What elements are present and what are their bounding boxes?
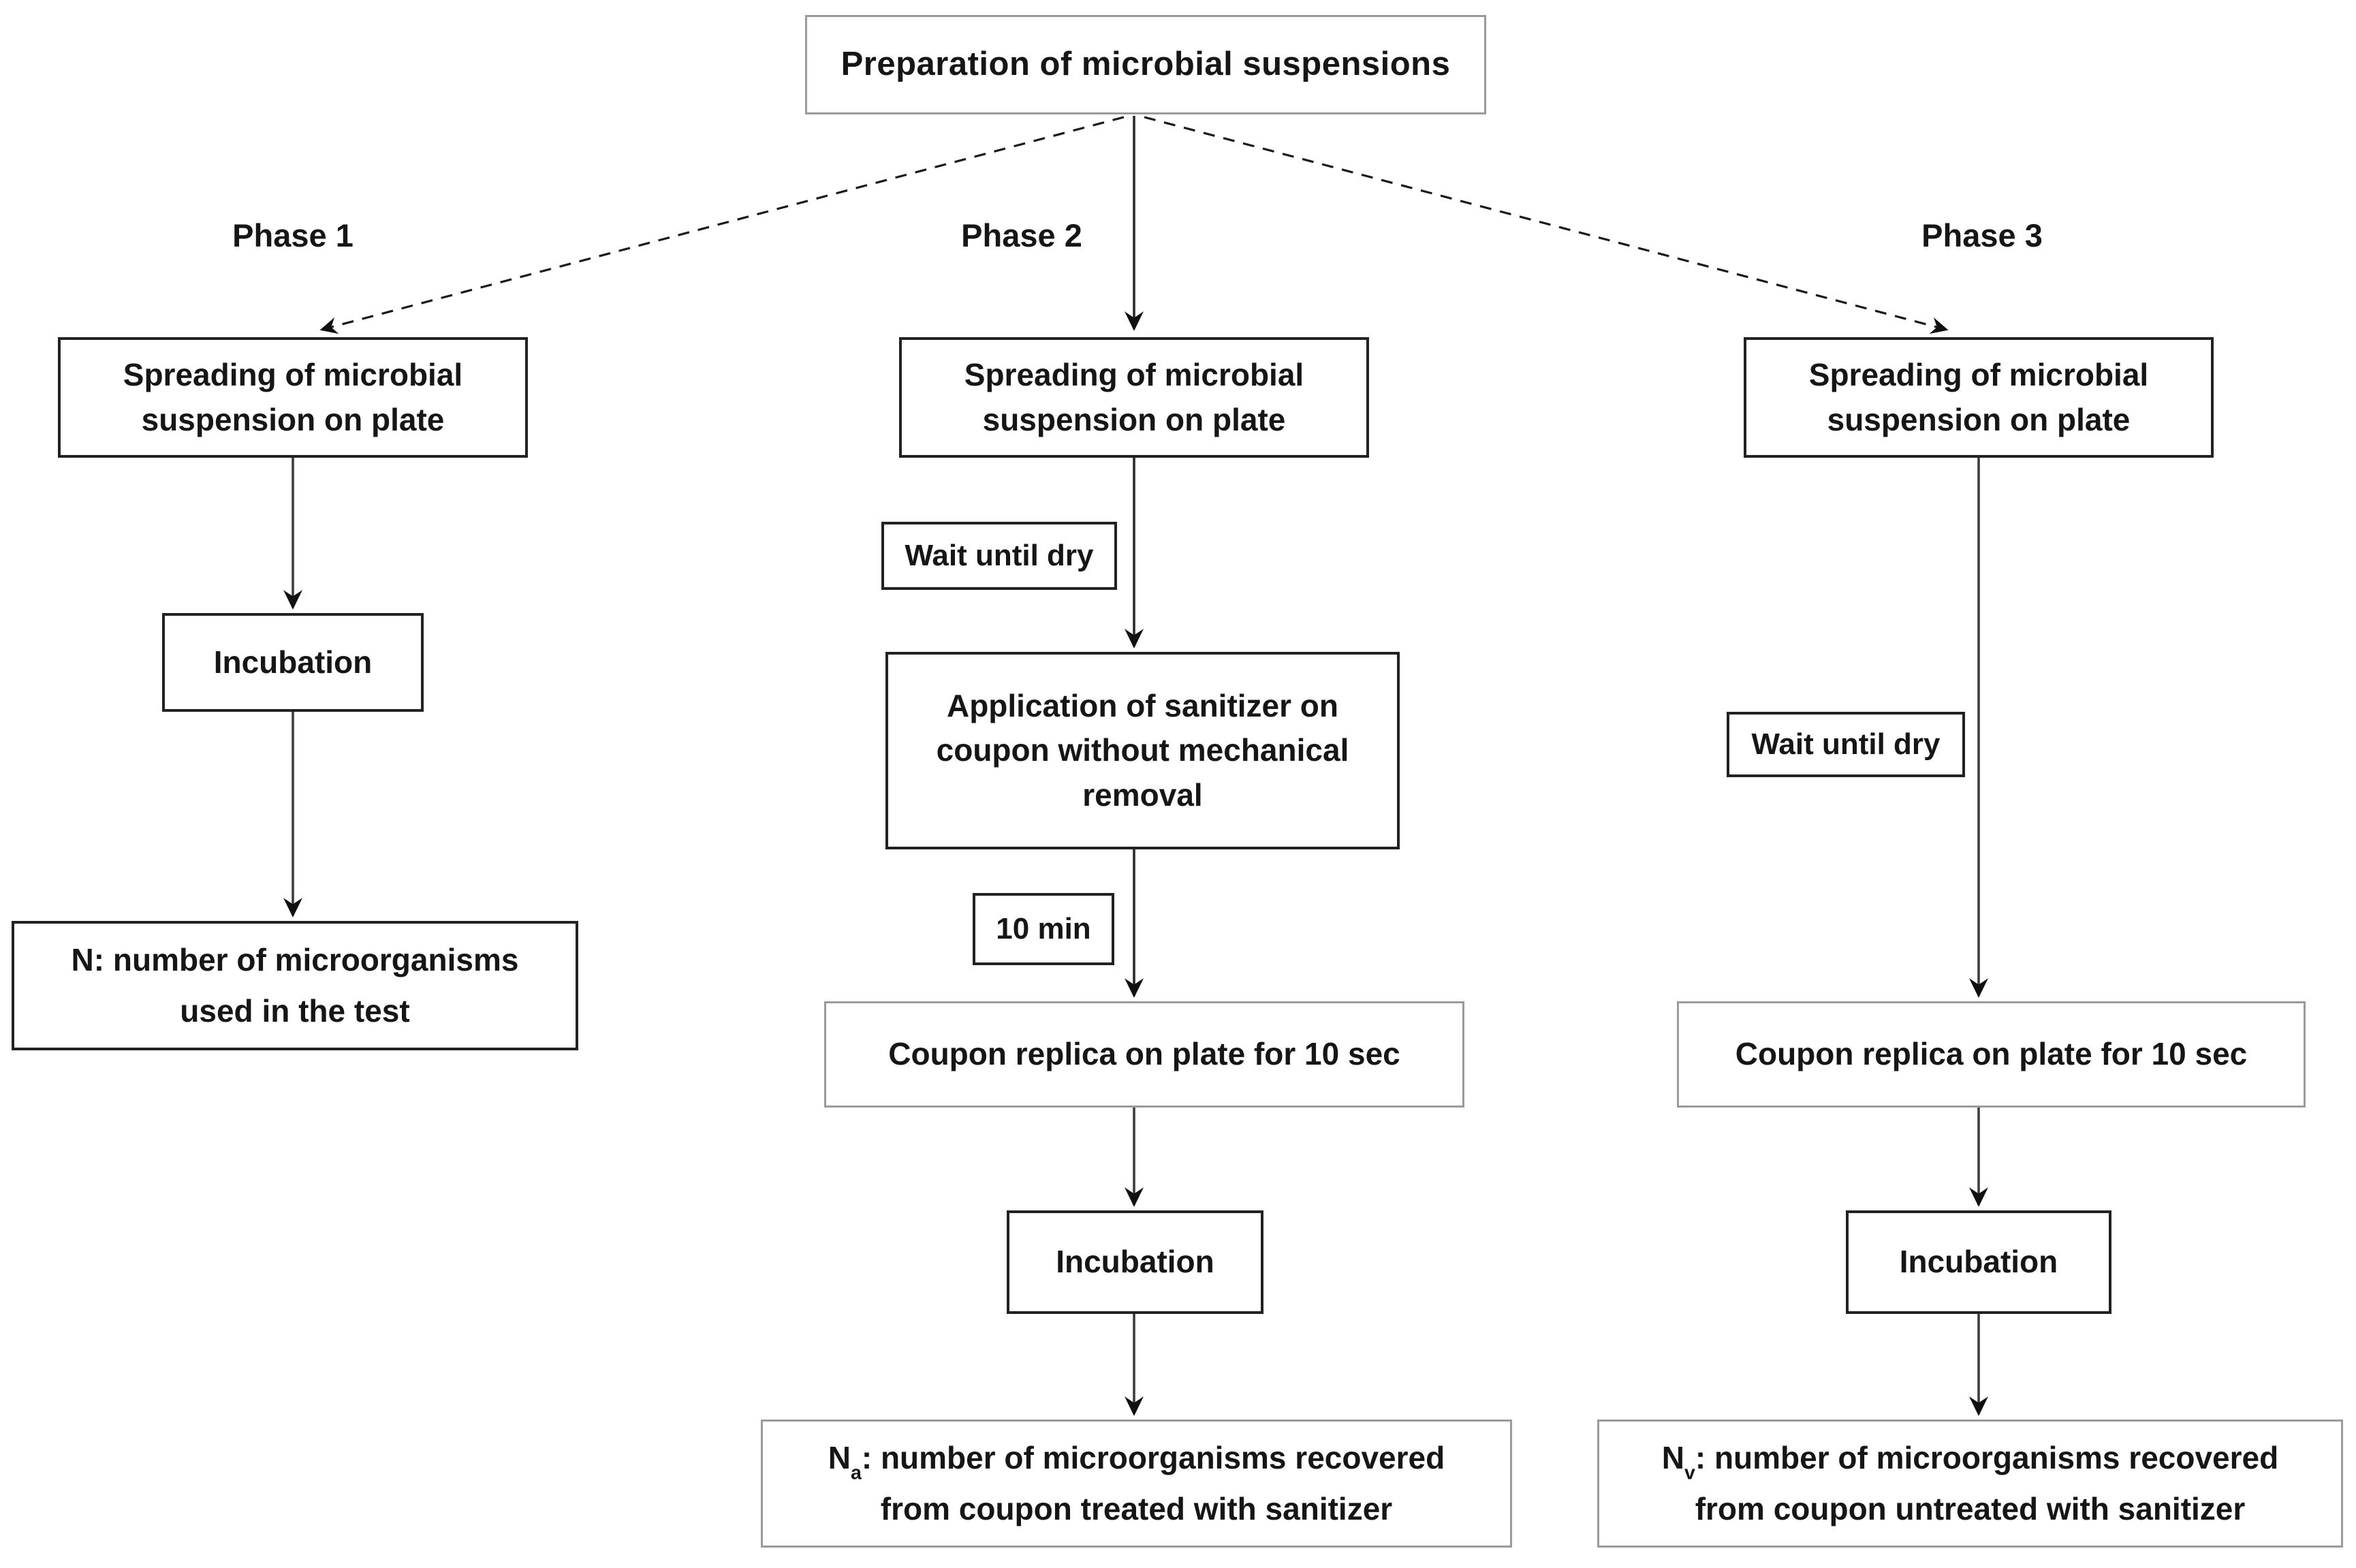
p1-result-box: N: number of microorganisms used in the … bbox=[12, 921, 578, 1050]
branch-arrow-to-phase3 bbox=[1144, 116, 1949, 334]
title-text: Preparation of microbial suspensions bbox=[841, 46, 1451, 83]
p1-incubation-box: Incubation bbox=[162, 613, 424, 712]
p2-delay-box: 10 min bbox=[973, 893, 1114, 965]
p3-replica-text: Coupon replica on plate for 10 sec bbox=[1735, 1036, 2248, 1072]
p2-incubation-box: Incubation bbox=[1007, 1210, 1263, 1314]
p3-spread-text: Spreading of microbial suspension on pla… bbox=[1808, 357, 2149, 437]
p2-result-line1: Na: number of microorganisms recovered bbox=[828, 1439, 1445, 1484]
title-box: Preparation of microbial suspensions bbox=[805, 15, 1486, 114]
p3-incubation-box: Incubation bbox=[1846, 1210, 2111, 1314]
phase3-label: Phase 3 bbox=[1921, 217, 2043, 253]
p2-application-box: Application of sanitizer on coupon witho… bbox=[885, 652, 1400, 849]
p2-spread-box: Spreading of microbial suspension on pla… bbox=[899, 337, 1369, 458]
p1-result-line1: N: number of microorganisms bbox=[71, 941, 519, 977]
phase1-label: Phase 1 bbox=[232, 217, 354, 253]
p2-incubation-text: Incubation bbox=[1056, 1244, 1214, 1280]
p1-spread-text: Spreading of microbial suspension on pla… bbox=[123, 357, 463, 437]
p1-spread-box: Spreading of microbial suspension on pla… bbox=[58, 337, 528, 458]
p1-incubation-text: Incubation bbox=[213, 644, 373, 680]
p3-wait-box: Wait until dry bbox=[1727, 712, 1965, 777]
p2-delay-text: 10 min bbox=[996, 911, 1091, 945]
p2-spread-text: Spreading of microbial suspension on pla… bbox=[964, 357, 1304, 437]
p2-replica-box: Coupon replica on plate for 10 sec bbox=[824, 1001, 1464, 1108]
branch-arrow-to-phase1 bbox=[319, 116, 1125, 334]
p3-replica-box: Coupon replica on plate for 10 sec bbox=[1677, 1001, 2306, 1108]
p2-wait-box: Wait until dry bbox=[881, 522, 1117, 590]
p3-spread-box: Spreading of microbial suspension on pla… bbox=[1744, 337, 2214, 458]
p2-result-box: Na: number of microorganisms recovered f… bbox=[761, 1420, 1512, 1548]
p3-result-line1: Nv: number of microorganisms recovered bbox=[1661, 1439, 2279, 1484]
p2-application-text: Application of sanitizer on coupon witho… bbox=[936, 688, 1349, 813]
p2-result-line2: from coupon treated with sanitizer bbox=[880, 1490, 1393, 1526]
p3-result-line2: from coupon untreated with sanitizer bbox=[1695, 1490, 2246, 1526]
p3-result-box: Nv: number of microorganisms recovered f… bbox=[1597, 1420, 2343, 1548]
p1-result-line2: used in the test bbox=[180, 992, 410, 1029]
p3-incubation-text: Incubation bbox=[1899, 1244, 2058, 1280]
p2-result-subscript: a bbox=[851, 1462, 862, 1484]
p3-result-subscript: v bbox=[1684, 1462, 1695, 1484]
phase2-label: Phase 2 bbox=[961, 217, 1082, 253]
p2-replica-text: Coupon replica on plate for 10 sec bbox=[888, 1036, 1400, 1072]
p2-wait-text: Wait until dry bbox=[905, 538, 1094, 572]
p3-wait-text: Wait until dry bbox=[1751, 727, 1941, 761]
